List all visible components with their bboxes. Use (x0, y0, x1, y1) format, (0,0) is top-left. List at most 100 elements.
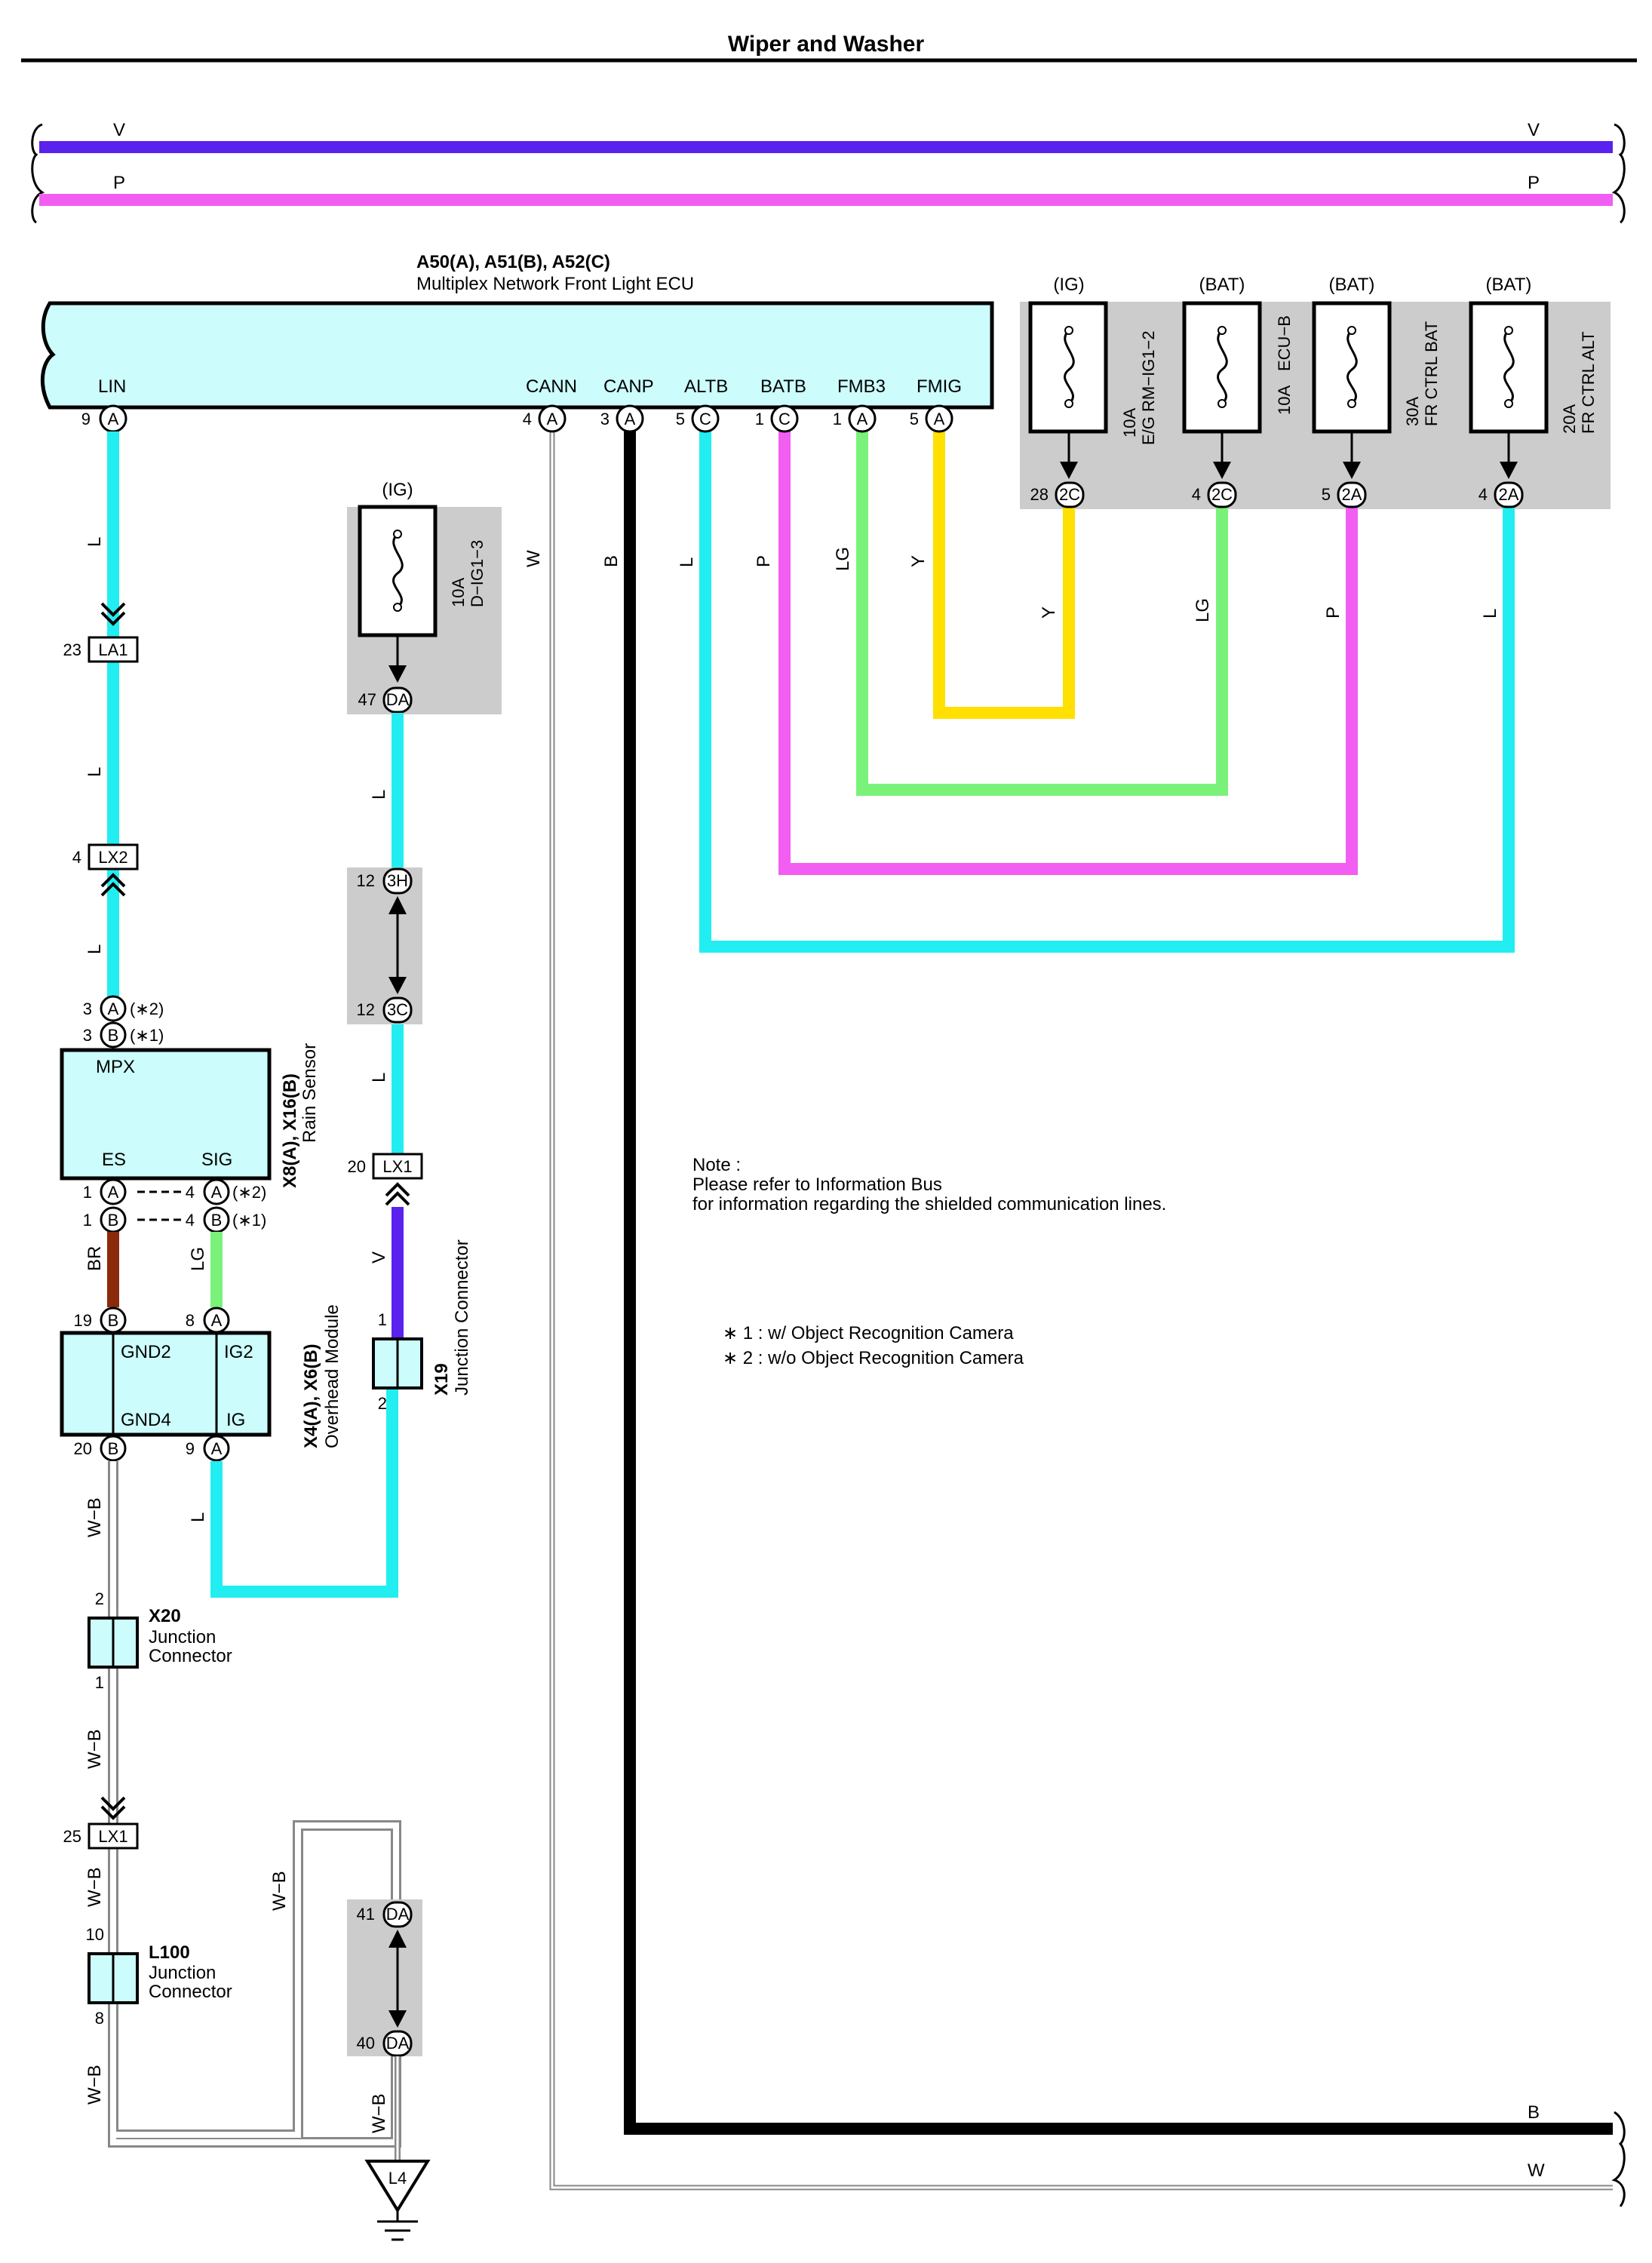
ecu-pin-batb: BATB (760, 376, 806, 397)
fuse-dig: 10A D−IG1−3 DA 47 (358, 505, 487, 714)
overhead-id: X4(A), X6(B) (301, 1343, 321, 1448)
rain-sensor-sig: SIG (201, 1150, 232, 1170)
connector-lx2-num: 4 (72, 848, 81, 867)
ecu-pin-batb-num: 1 (755, 410, 764, 428)
junction-x20: 2 1 X20 Junction Connector (88, 1589, 232, 1692)
bus-v-label-right: V (1528, 120, 1540, 140)
wire-label-fuse4: L (1480, 609, 1500, 619)
rain-es-a-num: 1 (83, 1183, 92, 1202)
rain-sig-a-conn: A (211, 1183, 223, 1202)
bus-p-label-right: P (1528, 173, 1540, 193)
ecu-pin-cann-conn: A 4 (523, 404, 567, 433)
overhead-top-pins: B 19 A 8 (74, 1307, 230, 1334)
fuse-3: (BAT) 30A FR CTRL BAT 2A 5 (1312, 275, 1441, 508)
fuse-1-pin: 28 (1030, 485, 1049, 504)
wire-label-wb-1: W−B (84, 1497, 105, 1537)
connector-da40: DA 40 (357, 2030, 413, 2057)
wire-color-labels: W B L P LG Y Y LG P L (524, 547, 1500, 622)
wire-label-fuse3: P (1323, 606, 1343, 619)
junction-x20-name1: Junction (149, 1627, 216, 1647)
fuse-dig-name: D−IG1−3 (468, 540, 487, 607)
rain-sensor-es: ES (102, 1150, 126, 1170)
rain-sensor-bottom-pins: A 1 B 1 A 4 (∗2) B 4 (∗1) (83, 1178, 266, 1233)
bus-v-label-left: V (113, 120, 125, 140)
rain-in-b-num: 3 (83, 1026, 92, 1045)
wire-label-cann: W (524, 550, 544, 567)
wire-cann-w-inner (551, 422, 1613, 2189)
ecu-box (40, 301, 994, 410)
wire-fmig-y (933, 422, 1075, 719)
wire-ig-l (210, 1388, 398, 1598)
fuse-2-conn: 2C (1211, 485, 1233, 504)
fuse-2: (BAT) 10A ECU−B 2C 4 (1182, 275, 1294, 508)
fuse-2-supply: (BAT) (1199, 275, 1245, 295)
ecu-pin-fmb3-conn-letter: A (857, 410, 868, 428)
fuse-1: (IG) 10A E/G RM−IG1−2 2C 28 (1028, 275, 1158, 508)
connector-lx1b-num: 25 (63, 1827, 81, 1846)
connector-lx2: LX2 4 (72, 843, 139, 897)
rain-sensor-name: Rain Sensor (299, 1043, 320, 1143)
rain-in-a-num: 3 (83, 999, 92, 1018)
connector-lx1b-label: LX1 (98, 1827, 127, 1846)
connector-lx1a-num: 20 (348, 1157, 366, 1176)
arrow-3c (388, 977, 407, 994)
wire-canp-b (624, 422, 1613, 2135)
connector-lx1-lower: LX1 25 (63, 1796, 139, 1850)
rain-sensor-inputs: A 3 (∗2) B 3 (∗1) (83, 995, 164, 1049)
ecu-name: Multiplex Network Front Light ECU (416, 274, 694, 294)
rain-sig-b-conn: B (211, 1211, 223, 1230)
wire-batb-p (778, 422, 1358, 875)
rain-sig-b-note: (∗1) (232, 1211, 266, 1230)
arrow-3h (388, 896, 407, 914)
wire-fmb3-lg (856, 422, 1228, 796)
rain-sensor-id: X8(A), X16(B) (280, 1073, 300, 1188)
connector-3h-num: 12 (357, 871, 375, 890)
connector-la1-label: LA1 (98, 640, 127, 659)
ecu-pin-batb-conn-letter: C (778, 410, 791, 428)
fuse-2-name: ECU−B (1275, 315, 1294, 371)
ecu-pin-fmb3: FMB3 (837, 376, 886, 397)
wire-label-lin-1: L (84, 537, 105, 547)
junction-l100-id: L100 (149, 1942, 190, 1963)
connector-da41-label: DA (386, 1905, 410, 1924)
ecu-pin-lin-conn: A 9 (81, 404, 127, 433)
connector-lx2-label: LX2 (98, 848, 127, 867)
wire-label-wb-5: W−B (269, 1871, 290, 1911)
wire-label-dig-l1: L (369, 790, 389, 800)
ecu-pin-cann-num: 4 (523, 410, 532, 428)
overhead-gnd4: GND4 (121, 1410, 171, 1430)
connector-da41-num: 41 (357, 1905, 375, 1924)
fuse-1-supply: (IG) (1053, 275, 1084, 295)
wire-label-wb-6: W−B (369, 2093, 389, 2133)
junction-l100-top: 10 (86, 1925, 104, 1944)
overhead-bottom-pins: B 20 A 9 (74, 1435, 230, 1462)
rain-in-b-conn: B (108, 1026, 119, 1045)
page-title: Wiper and Washer (728, 32, 925, 57)
fuse-dig-pin: 47 (358, 690, 376, 709)
ecu-pin-canp: CANP (603, 376, 654, 397)
overhead-p19-conn: B (108, 1311, 119, 1330)
note-line1: Please refer to Information Bus (692, 1174, 942, 1195)
rain-sensor-mpx: MPX (96, 1057, 135, 1077)
ecu-pin-labels: LIN CANN CANP ALTB BATB FMB3 FMIG (98, 376, 962, 397)
connector-da41: DA 41 (357, 1901, 413, 1928)
legend-note-1: ∗ 1 : w/ Object Recognition Camera (723, 1323, 1014, 1343)
ecu-pin-cann: CANN (526, 376, 577, 397)
note-head: Note : (692, 1155, 741, 1175)
junction-l100: 10 8 L100 Junction Connector (86, 1925, 232, 2028)
overhead-gnd2: GND2 (121, 1342, 171, 1362)
wire-altb-l (699, 422, 1515, 953)
connector-3c-label: 3C (387, 1000, 408, 1019)
connector-lx1-upper: LX1 20 (348, 1153, 423, 1206)
wire-label-v: V (369, 1251, 389, 1264)
ecu-pin-canp-conn-letter: A (625, 410, 636, 428)
fuse-dig-conn: DA (386, 690, 410, 709)
ecu-pin-batb-conn: C 1 (755, 404, 799, 433)
fuse-4-supply: (BAT) (1486, 275, 1532, 295)
wire-lin-labels: L L L (84, 537, 105, 954)
connector-la1: LA1 23 (63, 602, 139, 663)
arrow-da40 (388, 2010, 407, 2028)
wire-label-fmb3: LG (833, 547, 853, 571)
wire-ground-wb-labels: W−B W−B W−B W−B W−B W−B (84, 1497, 389, 2133)
junction-x20-bottom: 1 (95, 1673, 104, 1692)
